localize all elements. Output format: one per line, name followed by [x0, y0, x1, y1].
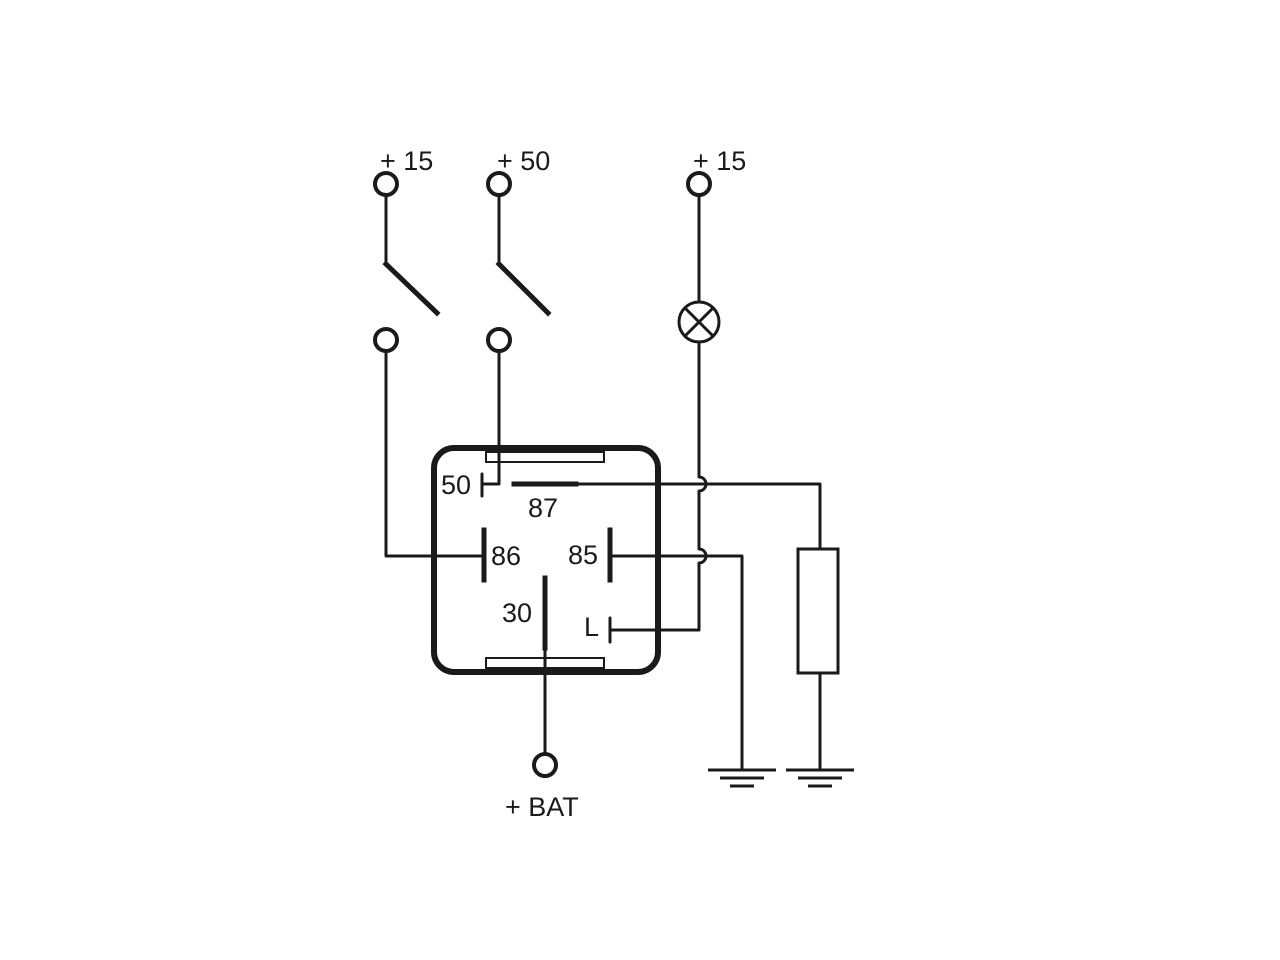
switch-icon — [382, 260, 441, 317]
wire-to-pin-50 — [482, 349, 501, 486]
label-pin-l: L — [584, 612, 599, 642]
wire-lamp-to-pin-l — [608, 340, 708, 632]
relay-top-tab — [485, 451, 605, 463]
label-pin-30: 30 — [502, 598, 532, 628]
terminal-icon — [373, 171, 399, 197]
terminal-icon — [532, 752, 558, 778]
wire-pin-85-to-ground — [608, 554, 744, 772]
label-top-mid-supply: + 50 — [497, 146, 550, 176]
label-top-left-supply: + 15 — [380, 146, 433, 176]
label-pin-87: 87 — [528, 493, 558, 523]
resistor-icon — [796, 547, 840, 675]
label-pin-85: 85 — [568, 540, 598, 570]
terminal-icon — [373, 327, 399, 353]
label-pin-50: 50 — [441, 470, 471, 500]
label-pin-86: 86 — [491, 541, 521, 571]
terminal-icon — [686, 171, 712, 197]
wire-pin-87-to-resistor — [576, 482, 822, 551]
ground-icon — [786, 768, 854, 788]
terminal-icon — [486, 171, 512, 197]
label-top-right-supply: + 15 — [693, 146, 746, 176]
lamp-icon — [677, 300, 721, 344]
label-battery: + BAT — [505, 792, 579, 822]
wire-to-pin-86 — [384, 349, 486, 558]
switch-icon — [495, 260, 552, 317]
terminal-icon — [486, 327, 512, 353]
ground-icon — [708, 768, 776, 788]
